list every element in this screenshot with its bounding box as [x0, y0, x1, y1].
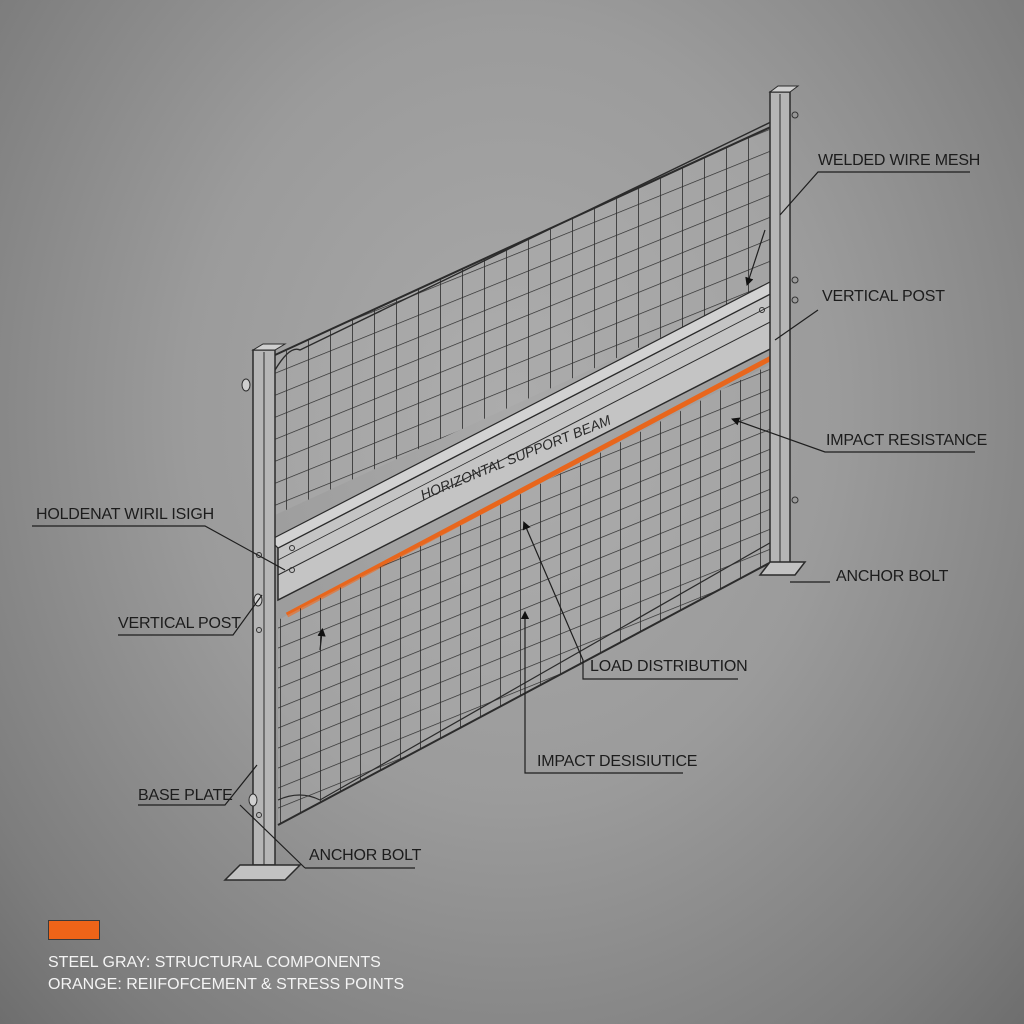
right-base-plate	[758, 561, 807, 576]
legend-steel-gray: STEEL GRAY: STRUCTURAL COMPONENTS	[48, 954, 381, 971]
orange-reinforcement-bar	[285, 353, 777, 618]
label-impact-resistance: IMPACT RESISTANCE	[826, 432, 988, 449]
upper-mesh-panel	[274, 119, 776, 515]
label-vertical-post-left: VERTICAL POST	[118, 615, 241, 632]
label-vertical-post-right: VERTICAL POST	[822, 288, 945, 305]
label-welded-wire-mesh: WELDED WIRE MESH	[818, 152, 981, 169]
label-impact-desisiutice: IMPACT DESISIUTICE	[537, 753, 698, 770]
leader-lines	[32, 171, 975, 869]
lower-mesh-panel	[277, 362, 776, 826]
label-base-plate: BASE PLATE	[138, 787, 233, 804]
label-anchor-bolt-left: ANCHOR BOLT	[309, 847, 422, 864]
label-holdenat-wiril-isigh: HOLDENAT WIRIL ISIGH	[36, 506, 214, 523]
legend-orange: ORANGE: REIIFOFCEMENT & STRESS POINTS	[48, 976, 405, 993]
left-base-plate	[223, 864, 302, 881]
label-load-distribution: LOAD DISTRIBUTION	[590, 658, 748, 675]
right-vertical-post	[758, 85, 807, 576]
legend-orange-swatch	[48, 920, 100, 940]
left-vertical-post	[223, 343, 302, 881]
label-anchor-bolt-right: ANCHOR BOLT	[836, 568, 949, 585]
